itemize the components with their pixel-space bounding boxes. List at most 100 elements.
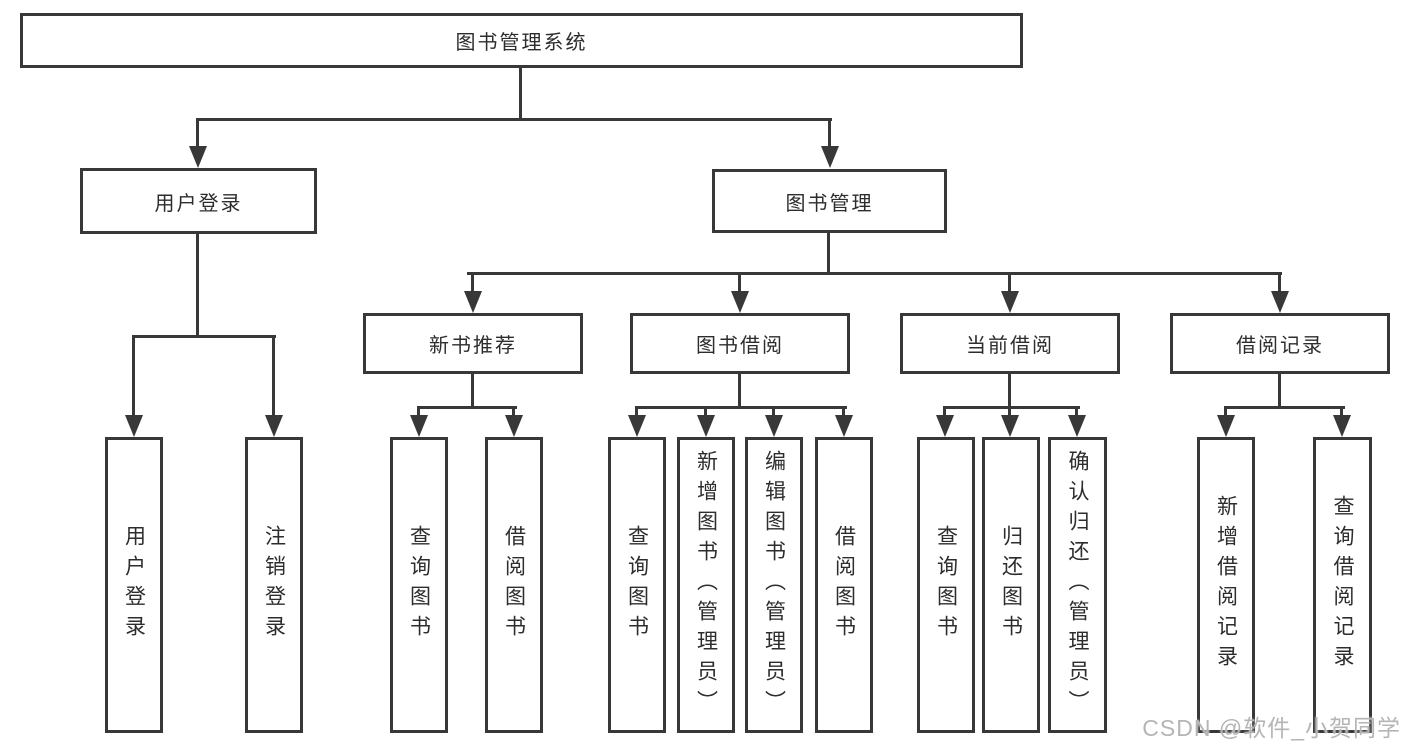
- node-new-book-recommend-label: 新书推荐: [429, 335, 517, 357]
- connector-line: [738, 374, 741, 409]
- leaf-query-books-borrow-label: 查询图书: [625, 525, 649, 645]
- arrow-down-icon: [731, 275, 749, 313]
- arrow-head: [505, 415, 523, 437]
- arrow-head: [125, 415, 143, 437]
- connector-line: [417, 406, 517, 409]
- arrow-head: [189, 146, 207, 168]
- arrow-shaft: [704, 409, 707, 419]
- leaf-add-borrow-record: 新增借阅记录: [1197, 437, 1255, 733]
- arrow-shaft: [738, 275, 741, 295]
- arrow-shaft: [1224, 409, 1227, 419]
- arrow-shaft: [471, 275, 474, 295]
- node-borrow-records: 借阅记录: [1170, 313, 1390, 374]
- leaf-edit-book-admin-label: 编辑图书（管理员）: [762, 450, 786, 720]
- leaf-add-book-admin: 新增图书（管理员）: [677, 437, 735, 733]
- arrow-head: [1001, 415, 1019, 437]
- arrow-down-icon: [628, 409, 646, 437]
- arrow-shaft: [1075, 409, 1078, 419]
- arrow-head: [265, 415, 283, 437]
- arrow-down-icon: [697, 409, 715, 437]
- arrow-shaft: [1008, 275, 1011, 295]
- node-book-management-label: 图书管理: [785, 192, 874, 215]
- arrow-shaft: [512, 409, 515, 419]
- arrow-down-icon: [189, 121, 207, 168]
- leaf-add-borrow-record-label: 新增借阅记录: [1214, 495, 1238, 675]
- arrow-down-icon: [410, 409, 428, 437]
- leaf-user-login: 用户登录: [105, 437, 163, 733]
- arrow-down-icon: [1001, 275, 1019, 313]
- arrow-shaft: [1278, 275, 1281, 295]
- node-root-label: 图书管理系统: [455, 32, 588, 54]
- arrow-shaft: [1008, 409, 1011, 419]
- arrow-head: [1271, 291, 1289, 313]
- leaf-borrow-books-label: 借阅图书: [832, 525, 856, 645]
- leaf-return-book-label: 归还图书: [999, 525, 1023, 645]
- node-current-borrow-label: 当前借阅: [966, 335, 1054, 357]
- connector-line: [827, 233, 830, 275]
- connector-line: [635, 406, 847, 409]
- arrow-shaft: [772, 409, 775, 419]
- arrow-shaft: [272, 338, 275, 419]
- leaf-borrow-books-recommend-label: 借阅图书: [502, 525, 526, 645]
- node-root: 图书管理系统: [20, 13, 1023, 68]
- leaf-edit-book-admin: 编辑图书（管理员）: [745, 437, 803, 733]
- leaf-query-books-borrow: 查询图书: [608, 437, 666, 733]
- leaf-borrow-books-recommend: 借阅图书: [485, 437, 543, 733]
- arrow-head: [628, 415, 646, 437]
- arrow-down-icon: [1217, 409, 1235, 437]
- leaf-query-borrow-record-label: 查询借阅记录: [1331, 495, 1354, 675]
- arrow-down-icon: [1001, 409, 1019, 437]
- connector-line: [467, 272, 1282, 275]
- leaf-query-books-recommend-label: 查询图书: [407, 525, 431, 645]
- arrow-down-icon: [1271, 275, 1289, 313]
- leaf-query-borrow-record: 查询借阅记录: [1313, 437, 1372, 733]
- leaf-return-book: 归还图书: [982, 437, 1040, 733]
- connector-line: [1278, 374, 1281, 409]
- node-user-login: 用户登录: [80, 168, 317, 234]
- leaf-logout-label: 注销登录: [262, 525, 286, 645]
- leaf-query-books-current: 查询图书: [917, 437, 975, 733]
- node-book-management: 图书管理: [712, 169, 947, 233]
- arrow-shaft: [828, 121, 831, 150]
- connector-line: [1008, 374, 1011, 409]
- leaf-query-books-recommend: 查询图书: [390, 437, 448, 733]
- connector-line: [1224, 406, 1345, 409]
- csdn-watermark: CSDN @软件_小贺同学: [1142, 715, 1401, 741]
- arrow-down-icon: [835, 409, 853, 437]
- arrow-down-icon: [936, 409, 954, 437]
- connector-line: [471, 374, 474, 409]
- node-user-login-label: 用户登录: [154, 192, 243, 215]
- arrow-head: [410, 415, 428, 437]
- arrow-down-icon: [821, 121, 839, 168]
- arrow-head: [464, 291, 482, 313]
- connector-line: [519, 68, 522, 121]
- arrow-shaft: [1340, 409, 1343, 419]
- arrow-head: [1217, 415, 1235, 437]
- arrow-shaft: [132, 338, 135, 419]
- node-borrow-records-label: 借阅记录: [1236, 335, 1324, 357]
- arrow-head: [731, 291, 749, 313]
- leaf-add-book-admin-label: 新增图书（管理员）: [694, 450, 718, 720]
- arrow-head: [765, 415, 783, 437]
- arrow-down-icon: [765, 409, 783, 437]
- arrow-head: [697, 415, 715, 437]
- arrow-shaft: [842, 409, 845, 419]
- arrow-head: [1068, 415, 1086, 437]
- node-book-borrow: 图书借阅: [630, 313, 850, 374]
- arrow-down-icon: [464, 275, 482, 313]
- connector-line: [132, 335, 276, 338]
- leaf-query-books-current-label: 查询图书: [934, 525, 958, 645]
- leaf-confirm-return-admin-label: 确认归还（管理员）: [1066, 450, 1089, 720]
- arrow-shaft: [196, 121, 199, 150]
- arrow-shaft: [943, 409, 946, 419]
- arrow-head: [1333, 415, 1351, 437]
- arrow-down-icon: [1068, 409, 1086, 437]
- arrow-down-icon: [1333, 409, 1351, 437]
- leaf-confirm-return-admin: 确认归还（管理员）: [1048, 437, 1107, 733]
- arrow-head: [1001, 291, 1019, 313]
- arrow-head: [936, 415, 954, 437]
- leaf-borrow-books: 借阅图书: [815, 437, 873, 733]
- arrow-down-icon: [265, 338, 283, 437]
- arrow-down-icon: [125, 338, 143, 437]
- arrow-down-icon: [505, 409, 523, 437]
